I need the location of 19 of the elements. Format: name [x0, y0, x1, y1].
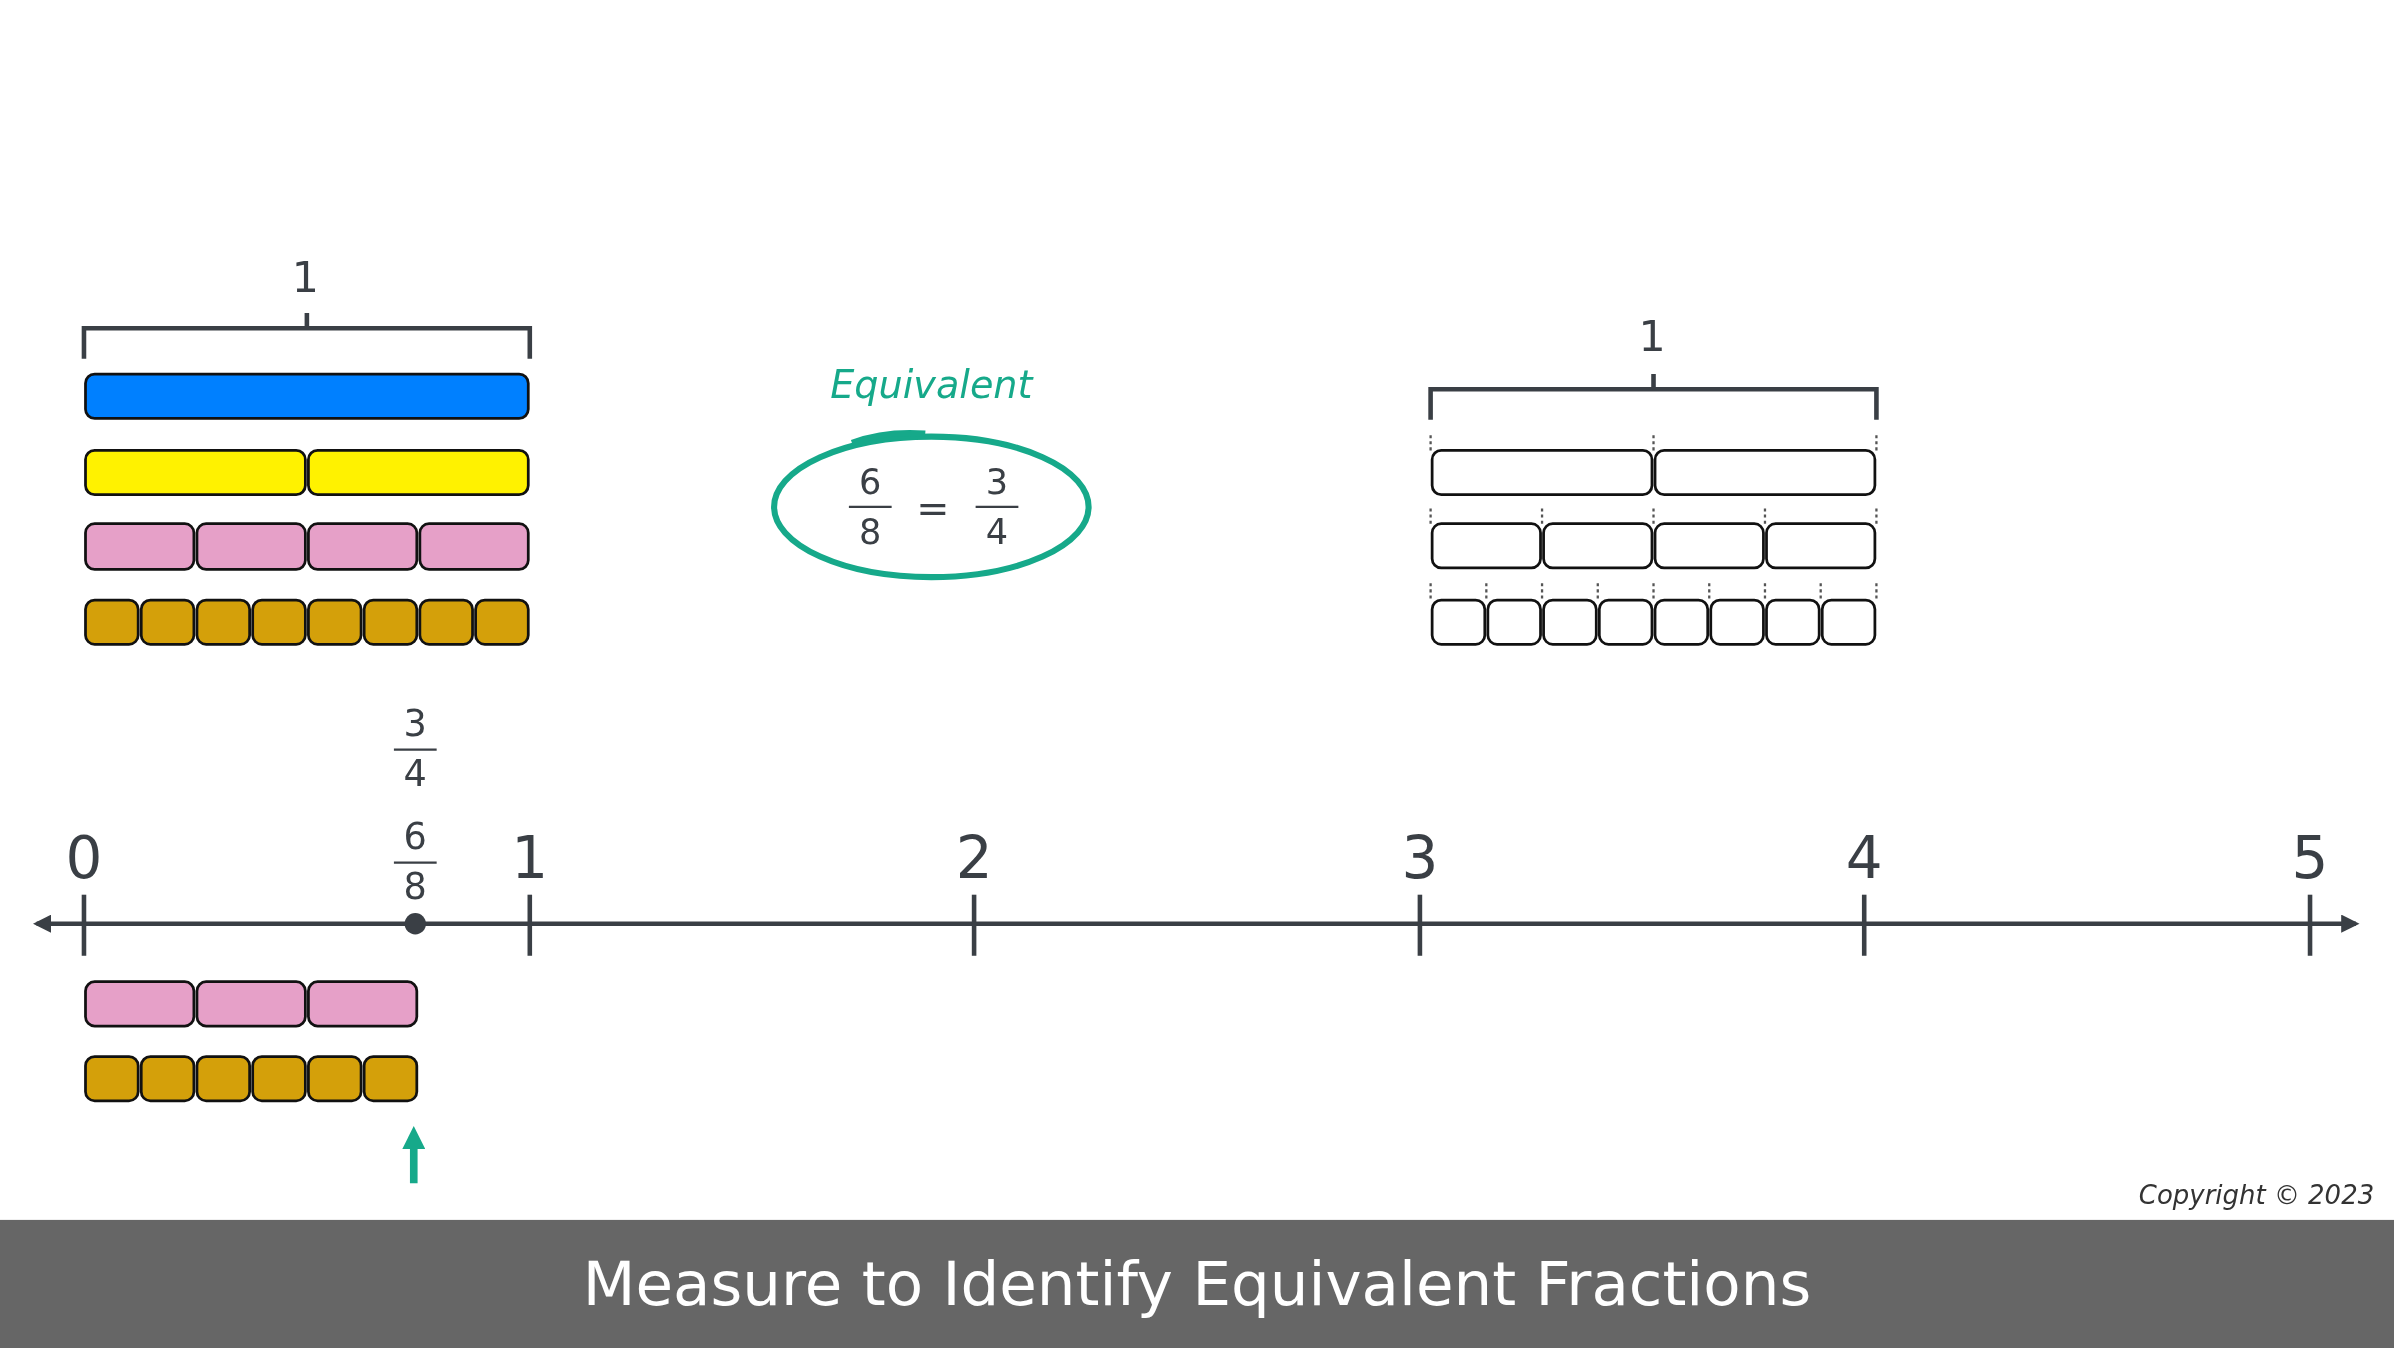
- fraction-numerator: 3: [403, 705, 427, 742]
- fraction-numerator: 3: [985, 464, 1009, 500]
- fraction-denominator: 8: [403, 868, 427, 906]
- tick-label: 0: [65, 829, 103, 888]
- heading: Equivalent: [830, 365, 1033, 404]
- tick-label: 5: [2291, 829, 2329, 888]
- tick-label: 2: [955, 829, 993, 888]
- bracket-label: 1: [291, 256, 319, 300]
- copyright-note: Copyright © 2023: [2138, 1182, 2375, 1209]
- fraction-denominator: 4: [403, 755, 427, 793]
- fraction-denominator: 4: [985, 515, 1009, 551]
- fraction-denominator: 8: [859, 515, 882, 551]
- tick-label: 1: [511, 829, 549, 888]
- bracket-label: 1: [1638, 316, 1666, 359]
- tick-label: 4: [1845, 829, 1883, 888]
- equals-sign: =: [916, 488, 950, 529]
- fraction-numerator: 6: [403, 818, 427, 855]
- tick-label: 3: [1401, 829, 1439, 888]
- fraction-numerator: 6: [859, 464, 882, 500]
